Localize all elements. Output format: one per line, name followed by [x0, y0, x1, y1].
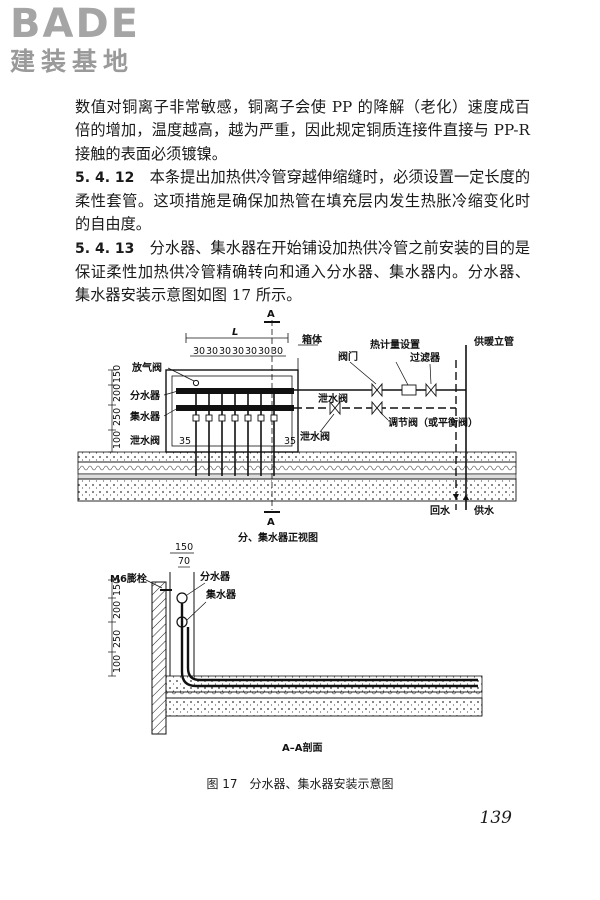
section-dim-250: 250 [112, 630, 123, 648]
paragraph-clause-5-4-13: 5. 4. 13 分水器、集水器在开始铺设加热供冷管之前安装的目的是保证柔性加热… [75, 237, 530, 308]
section-insulation-layer [165, 691, 483, 699]
label-bolt: M6膨栓 [110, 572, 147, 585]
section-filler-layer [165, 675, 483, 693]
section-dim-left-ticks [108, 579, 116, 677]
label-valve: 阀门 [338, 350, 358, 363]
dim-left-250: 250 [112, 408, 123, 426]
leader-regulator [379, 411, 389, 421]
dim-left-ticks [108, 369, 116, 453]
label-distributor: 分水器 [200, 570, 231, 583]
label-distributor: 分水器 [130, 389, 161, 402]
label-L: L [232, 327, 238, 338]
body-text: 数值对铜离子非常敏感，铜离子会使 PP 的降解（老化）速度成百倍的增加，温度越高… [75, 96, 530, 308]
section-dim-150: 150 [112, 578, 123, 596]
logo-subtitle: 建装基地 [10, 47, 135, 76]
dim-left-200: 200 [112, 384, 123, 402]
supply-arrow-icon [463, 494, 469, 500]
distributor-bar [176, 388, 294, 394]
label-collector: 集水器 [205, 588, 237, 601]
vent-valve-icon [192, 379, 200, 387]
return-loop-pipe [186, 627, 478, 682]
section-dim-100: 100 [112, 655, 123, 673]
leader-collector [163, 407, 179, 417]
logo-wordmark: BADE [10, 1, 140, 47]
filler-layer [77, 461, 517, 475]
front-view-caption: 分、集水器正视图 [238, 531, 318, 544]
paragraph-1-text: 数值对铜离子非常敏感，铜离子会使 PP 的降解（老化）速度成百倍的增加，温度越高… [75, 98, 530, 163]
cabinet-box [165, 369, 299, 453]
figure-caption: 图 17 分水器、集水器安装示意图 [206, 777, 394, 791]
insulation-layer [77, 473, 517, 480]
clause-number: 5. 4. 13 [75, 240, 135, 257]
label-filter: 过滤器 [410, 351, 441, 364]
label-vent: 放气阀 [131, 361, 162, 374]
label-heat-meter: 热计量设置 [370, 338, 420, 351]
drain-valve-icon [329, 400, 341, 416]
heat-meter-icon [401, 384, 417, 396]
distributor-section-icon [176, 592, 188, 604]
leader-heat-meter [395, 361, 409, 386]
label-regulator: 调节阀（或平衡阀） [388, 416, 478, 429]
dim-spacing: 30 [193, 346, 205, 357]
label-drain-mid-upper: 泄水阀 [318, 392, 348, 405]
dim-150: 150 [175, 542, 193, 553]
front-view: A A 箱体 L 30 30 30 30 30 30 30 [77, 309, 517, 544]
dim-spacing: 30 [219, 346, 231, 357]
paragraph-1: 数值对铜离子非常敏感，铜离子会使 PP 的降解（老化）速度成百倍的增加，温度越高… [75, 96, 530, 166]
leader-drain-mid [319, 413, 335, 433]
label-return: 回水 [430, 504, 451, 517]
leader-filter [429, 363, 432, 385]
wall [151, 581, 167, 735]
valve-icon [371, 382, 383, 398]
clause-number: 5. 4. 12 [75, 169, 135, 186]
brand-logo: BADE 建装基地 [6, 2, 181, 88]
section-view-caption: A–A剖面 [282, 741, 322, 754]
leader-bolt [145, 579, 163, 589]
dim-spacing: 30 [258, 346, 270, 357]
label-riser: 供暖立管 [473, 335, 514, 348]
dim-left-150: 150 [112, 365, 123, 383]
return-arrow-icon [453, 494, 459, 500]
section-slab [165, 697, 483, 717]
label-box: 箱体 [302, 333, 323, 346]
structural-slab [77, 478, 517, 502]
leader-valve [349, 361, 377, 385]
label-collector: 集水器 [129, 410, 161, 423]
dim-spacing: 30 [206, 346, 218, 357]
section-view: 150 70 M6膨栓 分水器 集水器 150 200 250 100 A–A剖… [108, 542, 483, 754]
dim-spacing: 30 [271, 346, 283, 357]
loop-pipes [195, 394, 275, 476]
leader-distributor [163, 390, 179, 396]
loop-valves [192, 414, 278, 422]
page-number: 139 [479, 808, 512, 828]
filter-icon [425, 382, 437, 398]
label-drain-left: 泄水阀 [130, 434, 160, 447]
dim-35-right: 35 [284, 436, 296, 447]
paragraph-2-text: 本条提出加热供冷管穿越伸缩缝时，必须设置一定长度的柔性套管。这项措施是确保加热管… [75, 167, 530, 234]
paragraph-3-text: 分水器、集水器在开始铺设加热供冷管之前安装的目的是保证柔性加热供冷管精确转向和通… [75, 238, 530, 305]
dim-left-100: 100 [112, 431, 123, 449]
supply-loop-pipe [180, 603, 478, 688]
dim-spacing: 30 [245, 346, 257, 357]
section-mark-top: A [267, 309, 275, 320]
dim-spacing: 30 [232, 346, 244, 357]
section-mark-bottom: A [267, 517, 275, 528]
leader-vent [167, 367, 195, 382]
label-drain-mid-lower: 泄水阀 [300, 430, 330, 443]
section-dim-200: 200 [112, 601, 123, 619]
dim-70: 70 [178, 556, 190, 567]
floor-finish-layer [77, 451, 517, 463]
paragraph-clause-5-4-12: 5. 4. 12 本条提出加热供冷管穿越伸缩缝时，必须设置一定长度的柔性套管。这… [75, 166, 530, 237]
regulator-valve-icon [371, 400, 383, 416]
label-supply: 供水 [473, 504, 495, 517]
spacing-dims: 30 30 30 30 30 30 30 [193, 346, 283, 357]
dim-35-left: 35 [179, 436, 191, 447]
leader-section-collector [186, 601, 207, 621]
leader-section-distributor [186, 582, 206, 596]
